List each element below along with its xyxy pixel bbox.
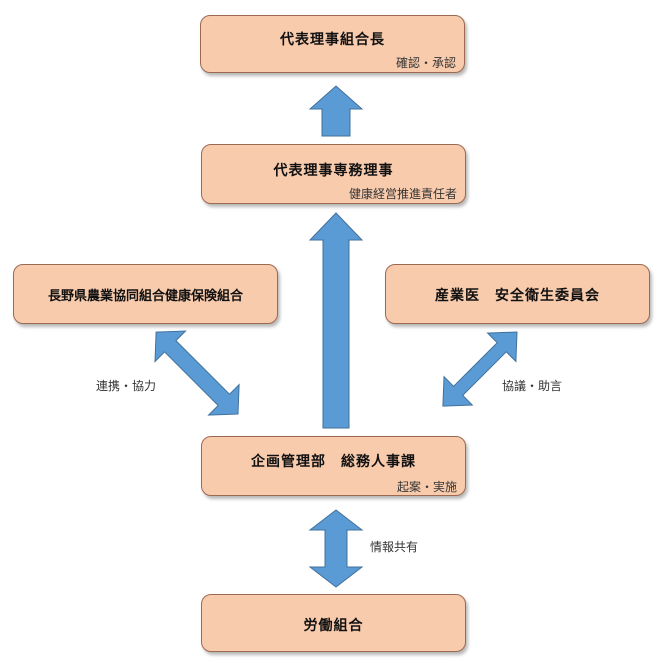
health-insurance-link-label: 連携・協力: [96, 379, 157, 393]
labor-union-title: 労働組合: [303, 618, 364, 634]
planning-dept-subtitle: 起案・実施: [396, 480, 457, 494]
double-arrow-occupational-doctor: [442, 331, 518, 407]
health-insurance-box: 長野県農業協同組合健康保険組合: [13, 264, 278, 324]
labor-union-box: 労働組合: [201, 594, 466, 652]
doctor-link-label: 協議・助言: [502, 379, 563, 393]
managing-director-box: 代表理事専務理事 健康経営推進責任者: [201, 144, 466, 204]
double-arrow-health-insurance: [154, 330, 240, 416]
chairman-title: 代表理事組合長: [280, 32, 385, 48]
chairman-subtitle: 確認・承認: [395, 56, 456, 70]
arrow-up-to-chairman: [308, 85, 364, 137]
occupational-doctor-title: 産業医 安全衛生委員会: [435, 288, 600, 304]
union-link-label: 情報共有: [370, 540, 419, 554]
managing-director-subtitle: 健康経営推進責任者: [348, 187, 457, 201]
planning-dept-box: 企画管理部 総務人事課 起案・実施: [201, 436, 466, 496]
planning-dept-title: 企画管理部 総務人事課: [251, 454, 416, 470]
health-insurance-title: 長野県農業協同組合健康保険組合: [47, 289, 243, 304]
occupational-doctor-box: 産業医 安全衛生委員会: [385, 264, 650, 324]
chairman-box: 代表理事組合長 確認・承認: [200, 15, 465, 73]
arrow-up-to-director: [308, 212, 364, 429]
managing-director-title: 代表理事専務理事: [273, 163, 394, 179]
double-arrow-labor-union: [308, 509, 364, 588]
